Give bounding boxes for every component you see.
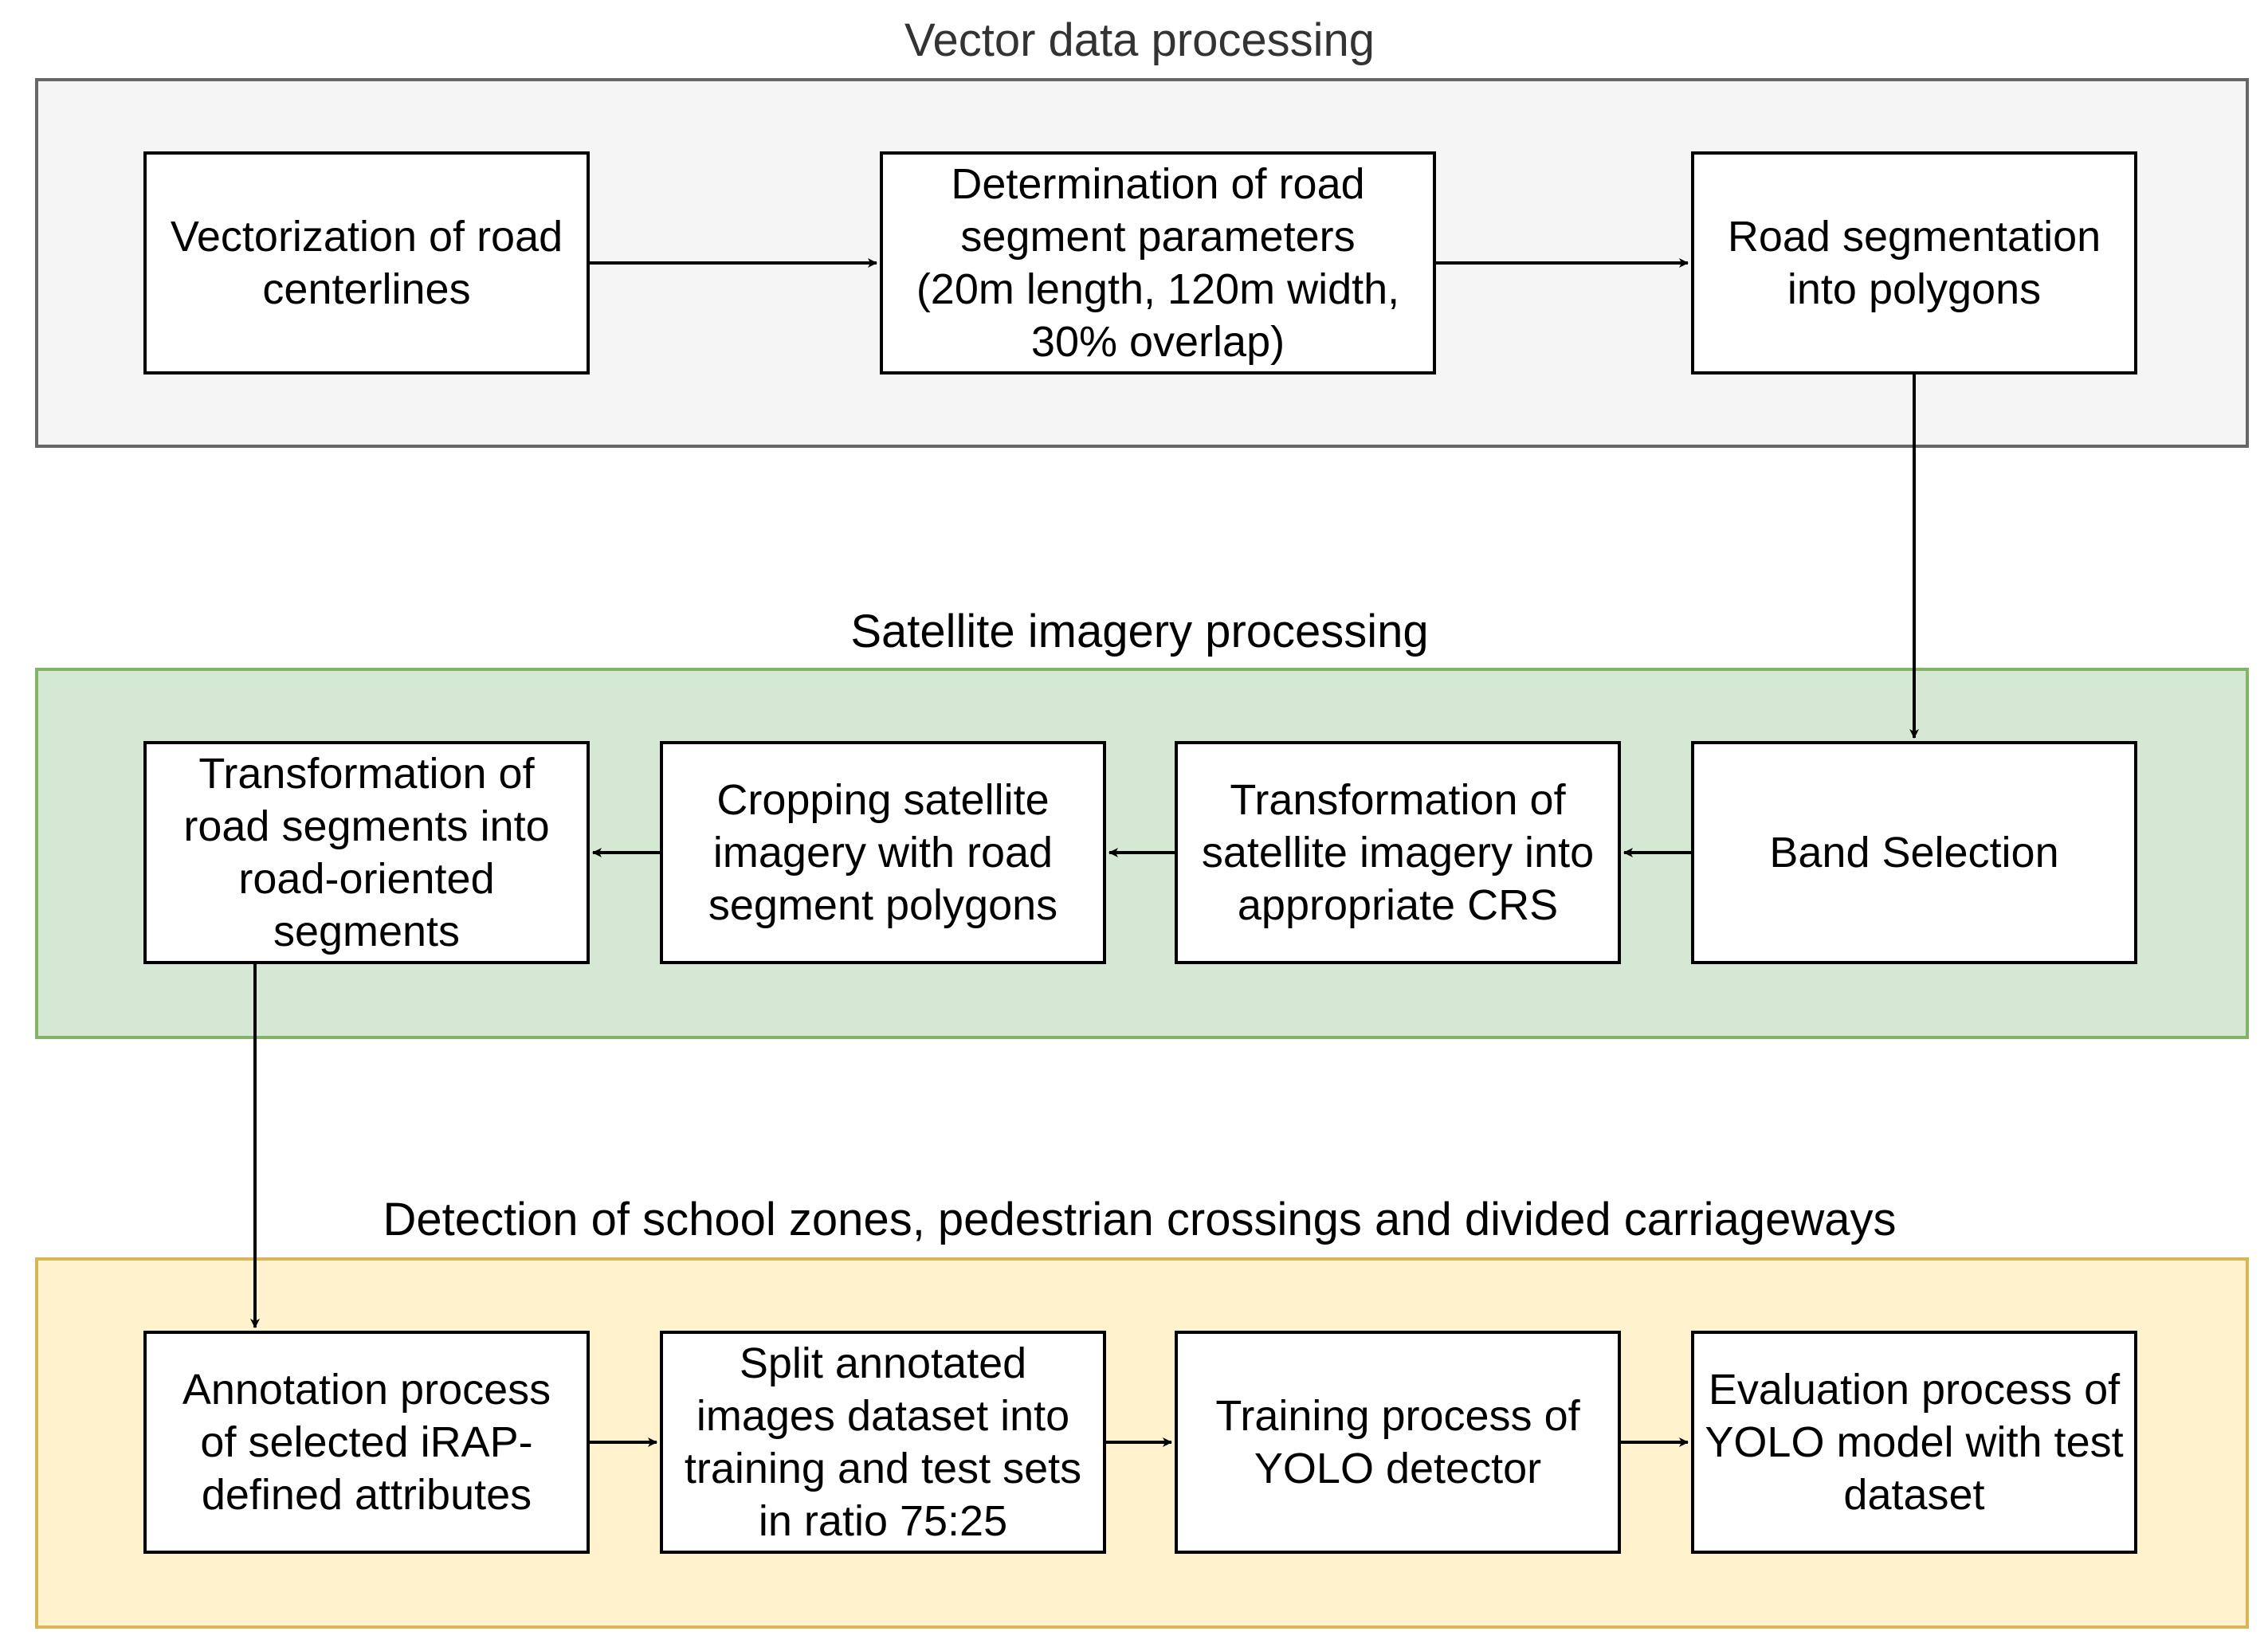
box-label-line: dataset <box>1843 1471 1984 1519</box>
box-label-line: appropriate CRS <box>1238 881 1558 929</box>
process-box-transform-crs: Transformation of satellite imagery into a… <box>1175 741 1621 964</box>
box-label-line: segments <box>273 908 460 955</box>
box-label-line: Split annotated <box>740 1339 1026 1387</box>
process-box-split: Split annotated images dataset into traini… <box>660 1331 1106 1554</box>
box-label-line: of selected iRAP- <box>200 1418 532 1466</box>
box-label-line: Annotation process <box>182 1366 551 1414</box>
box-label-line: segment polygons <box>708 881 1057 929</box>
box-label-line: segment parameters <box>960 213 1355 261</box>
box-label-line: road-oriented <box>238 855 494 903</box>
box-label-line: Cropping satellite <box>716 776 1049 824</box>
box-label-line: Training process of <box>1215 1392 1580 1440</box>
box-label-line: Evaluation process of <box>1709 1366 2121 1414</box>
box-label-line: road segments into <box>183 802 549 850</box>
vector-section-title: Vector data processing <box>904 14 1375 66</box>
process-box-band-selection: Band Selection <box>1691 741 2137 964</box>
box-label-line: Band Selection <box>1769 829 2058 876</box>
box-label-line: (20m length, 120m width, <box>916 265 1399 313</box>
satellite-section-title: Satellite imagery processing <box>850 606 1428 657</box>
box-label-line: Vectorization of road <box>171 213 563 261</box>
box-label-line: YOLO detector <box>1254 1445 1541 1492</box>
box-label-line: imagery with road <box>713 829 1053 876</box>
box-label-line: Determination of road <box>951 160 1364 208</box>
box-label-line: into polygons <box>1787 265 2041 313</box>
box-label-line: Transformation of <box>1230 776 1566 824</box>
process-box-determination: Determination of road segment parameters(… <box>880 151 1436 375</box>
box-label-line: in ratio 75:25 <box>759 1497 1007 1545</box>
box-label-line: defined attributes <box>202 1471 532 1519</box>
box-label-line: training and test sets <box>685 1445 1081 1492</box>
process-box-cropping: Cropping satellite imagery with road segme… <box>660 741 1106 964</box>
box-label-line: Transformation of <box>198 750 535 798</box>
svg-text:Band Selection: Band Selection <box>1769 829 2058 876</box>
box-label-line: Road segmentation <box>1728 213 2101 261</box>
box-label-line: centerlines <box>262 265 470 313</box>
flow-arrows <box>250 258 1919 1447</box>
box-label-line: 30% overlap) <box>1031 318 1285 366</box>
detection-section-title: Detection of school zones, pedestrian cr… <box>383 1194 1897 1245</box>
box-label-line: satellite imagery into <box>1202 829 1594 876</box>
process-box-training: Training process of YOLO detector <box>1175 1331 1621 1554</box>
box-label-line: images dataset into <box>696 1392 1069 1440</box>
box-label-line: YOLO model with test <box>1705 1418 2123 1466</box>
